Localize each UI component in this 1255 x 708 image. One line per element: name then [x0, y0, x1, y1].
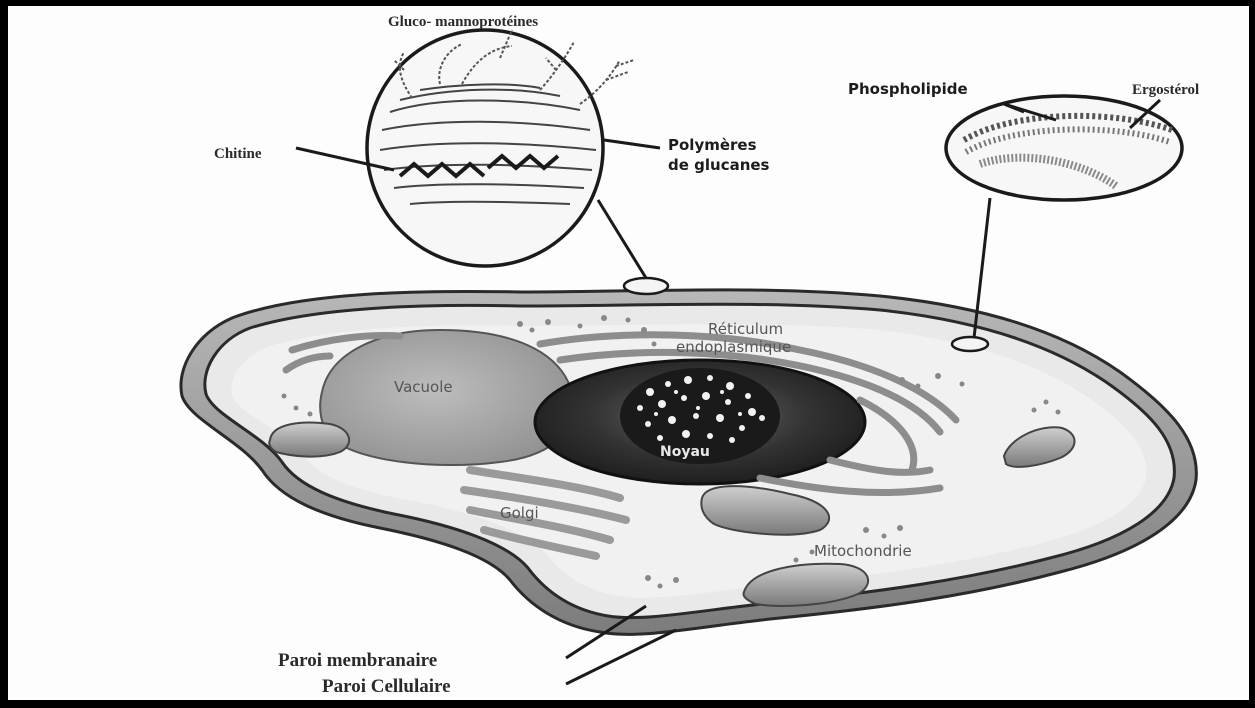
label-phospholipide: Phospholipide — [848, 80, 968, 98]
label-noyau: Noyau — [660, 444, 710, 460]
nucleus — [535, 360, 865, 484]
wall-marker-right — [952, 337, 988, 351]
wall-zoom-circle — [367, 30, 603, 266]
label-polymeres-line1: Polymères — [668, 136, 757, 154]
label-paroi-membranaire: Paroi membranaire — [278, 650, 437, 671]
label-reticulum-line2: endoplasmique — [676, 338, 791, 356]
label-mitochondrie: Mitochondrie — [814, 542, 912, 560]
label-reticulum-line1: Réticulum — [708, 320, 783, 338]
label-polymeres-line2: de glucanes — [668, 156, 770, 174]
label-ergosterol: Ergostérol — [1132, 82, 1199, 98]
label-vacuole: Vacuole — [394, 378, 453, 396]
label-chitine: Chitine — [214, 146, 262, 162]
wall-marker-left — [624, 278, 668, 294]
label-gluco-mannoproteines: Gluco- mannoprotéines — [388, 14, 538, 30]
vacuole — [320, 330, 574, 465]
label-golgi: Golgi — [500, 504, 539, 522]
label-paroi-cellulaire: Paroi Cellulaire — [322, 676, 451, 697]
